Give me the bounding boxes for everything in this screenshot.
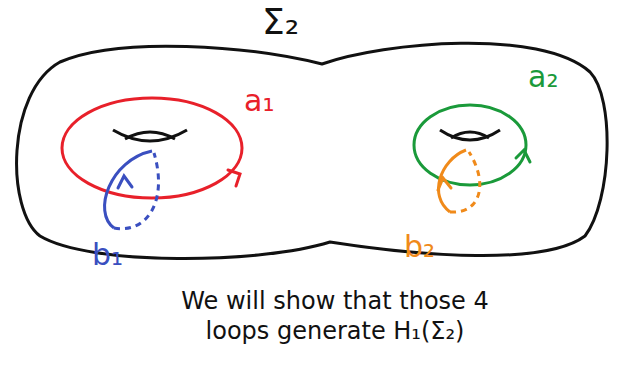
loop-b2-hidden (450, 152, 480, 212)
hole-right (440, 130, 500, 140)
loop-b2 (439, 150, 466, 212)
loop-label: b₂ (404, 230, 435, 263)
loop-a1 (62, 98, 242, 198)
hole-right (451, 132, 489, 138)
hole-left (113, 130, 187, 141)
loop-label: a₂ (528, 60, 558, 93)
arrowhead (228, 170, 240, 186)
hole-left (125, 132, 175, 139)
arrowhead (516, 150, 530, 162)
loop-b1-hidden (114, 153, 159, 229)
surface-name: Σ₂ (262, 2, 299, 42)
loop-b1 (105, 151, 152, 228)
loop-label: a₁ (244, 84, 274, 117)
surface-outline (17, 43, 608, 258)
arrowhead (438, 178, 451, 190)
caption: We will show that those 4 loops generate… (180, 286, 490, 346)
loop-a2 (414, 105, 526, 185)
arrowhead (118, 176, 132, 188)
loop-label: b₁ (92, 238, 123, 271)
